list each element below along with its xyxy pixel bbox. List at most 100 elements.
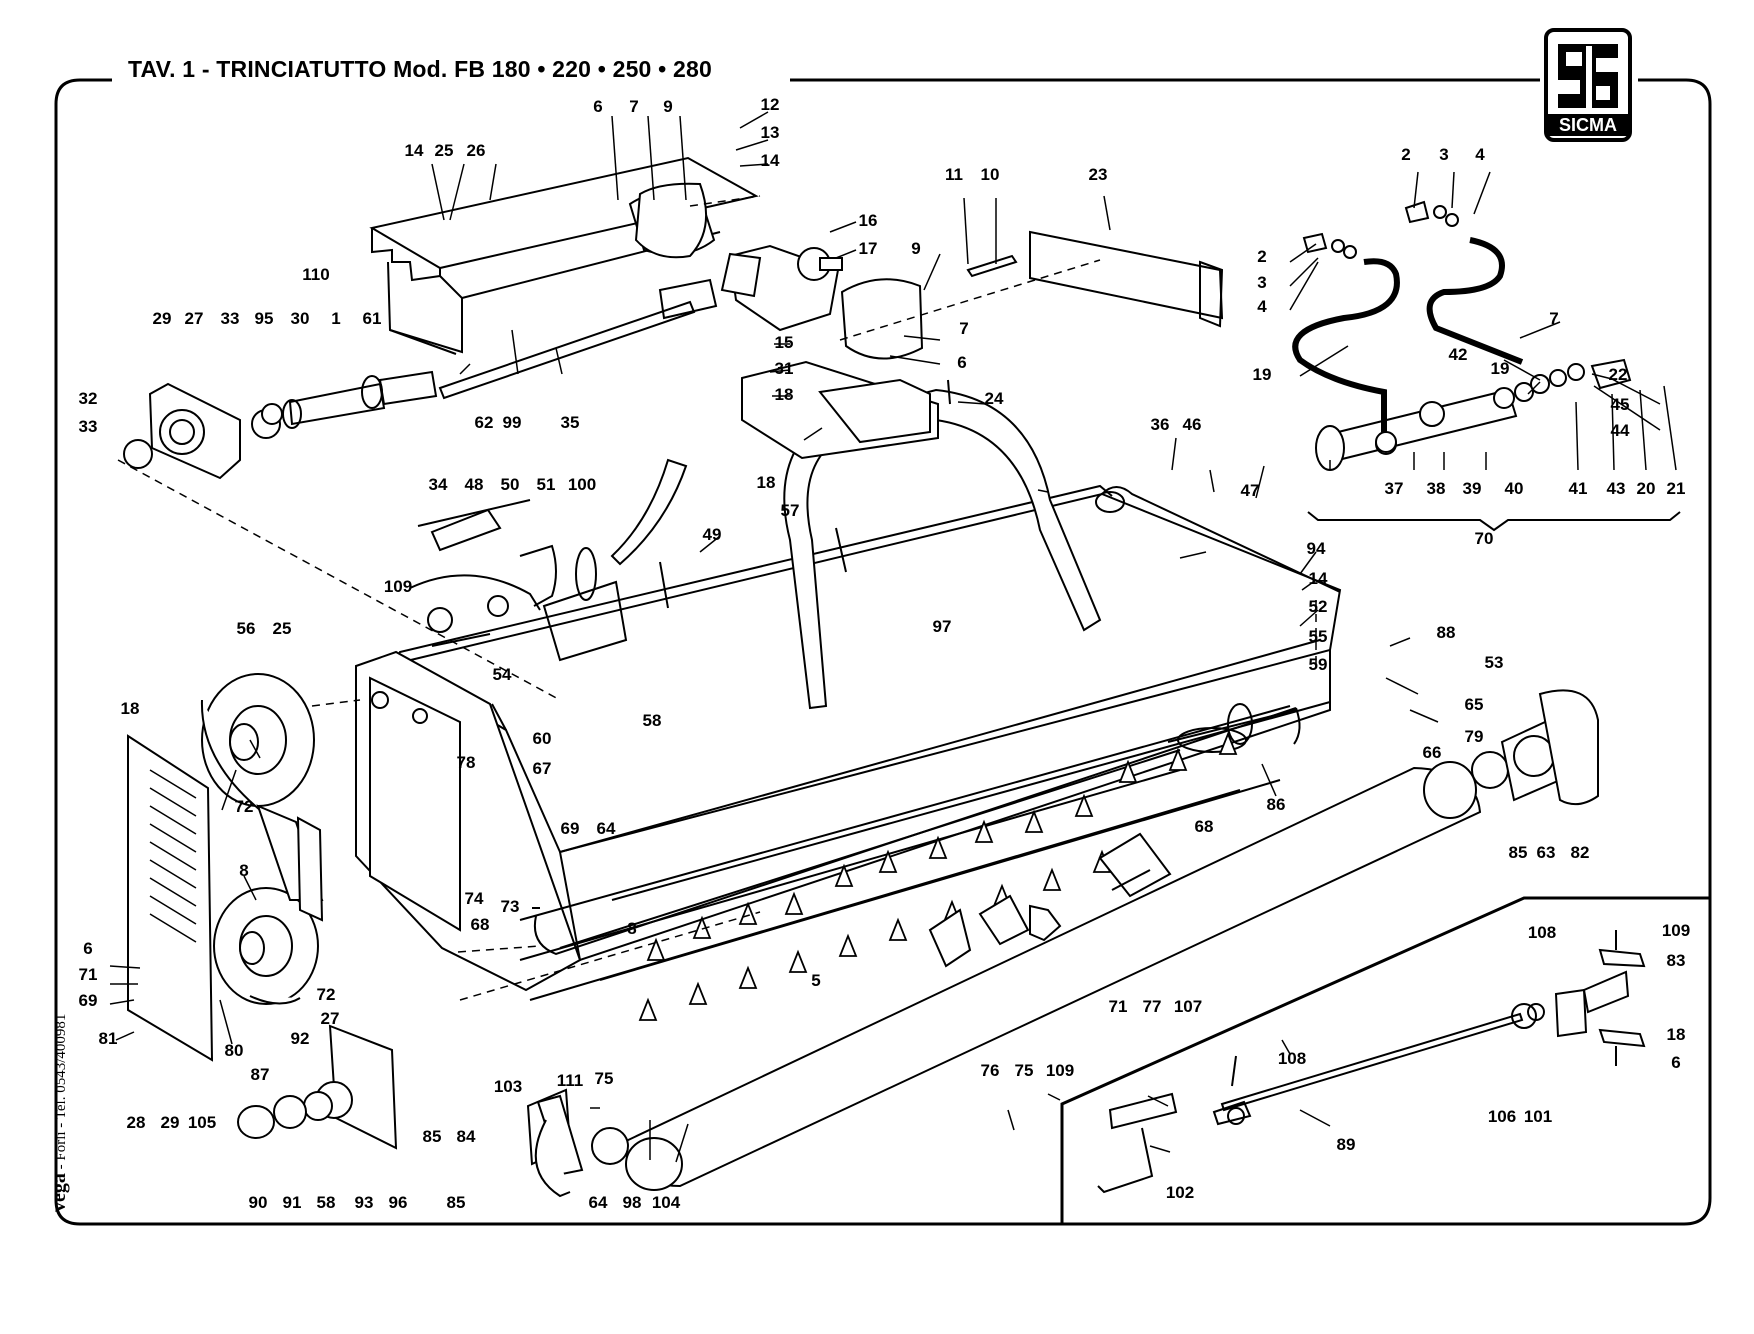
hammer-knife [928,832,1172,968]
part-label-75: 75 [595,1069,614,1088]
part-label-12: 12 [761,95,780,114]
part-label-9: 9 [663,97,672,116]
part-label-32: 32 [79,389,98,408]
part-label-60: 60 [533,729,552,748]
part-label-73: 73 [501,897,520,916]
part-label-102: 102 [1166,1183,1194,1202]
part-label-78: 78 [457,753,476,772]
part-label-17: 17 [859,239,878,258]
part-label-57: 57 [781,501,800,520]
hydraulic-cylinder-kit [1315,358,1632,471]
part-label-51: 51 [537,475,556,494]
part-label-110: 110 [302,265,329,284]
detail-frame [1060,896,1710,1224]
left-bearing-support [123,382,283,480]
part-label-29: 29 [153,309,172,328]
part-label-106: 106 [1488,1107,1516,1126]
part-label-6: 6 [957,353,966,372]
part-label-23: 23 [1089,165,1108,184]
part-label-95: 95 [255,309,274,328]
part-label-52: 52 [1309,597,1328,616]
part-label-27: 27 [321,1009,340,1028]
hydraulic-hoses [1292,237,1524,432]
part-label-107: 107 [1174,997,1202,1016]
part-label-4: 4 [1257,297,1267,316]
part-label-42: 42 [1449,345,1468,364]
part-label-61: 61 [363,309,382,328]
hydraulic-fittings [1302,200,1459,259]
part-label-79: 79 [1465,727,1484,746]
part-label-3: 3 [1439,145,1448,164]
side-panel-left [534,1094,584,1198]
part-label-7: 7 [629,97,638,116]
part-label-19: 19 [1491,359,1510,378]
part-label-104: 104 [652,1193,681,1212]
assembly-lines [117,195,1317,1001]
pins-and-bolts [417,379,951,909]
part-label-59: 59 [1309,655,1328,674]
part-label-39: 39 [1463,479,1482,498]
part-label-58: 58 [643,711,662,730]
gearbox-guard [369,156,759,355]
part-label-21: 21 [1667,479,1686,498]
part-label-47: 47 [1241,481,1260,500]
part-label-46: 46 [1183,415,1202,434]
part-label-72: 72 [317,985,336,1004]
part-label-2: 2 [1257,247,1266,266]
part-label-85: 85 [1509,843,1528,862]
part-label-108: 108 [1528,923,1556,942]
part-label-29: 29 [161,1113,180,1132]
part-label-58: 58 [317,1193,336,1212]
part-label-67: 67 [533,759,552,778]
part-label-94: 94 [1307,539,1326,558]
printer-credit: vega - Forlì - Tel. 0543/400981 [48,1014,71,1212]
leader-lines [109,111,1677,1163]
part-label-85: 85 [423,1127,442,1146]
part-label-43: 43 [1607,479,1626,498]
part-label-76: 76 [981,1061,1000,1080]
part-label-108: 108 [1278,1049,1306,1068]
credit-text: - Forlì - Tel. 0543/400981 [53,1013,69,1174]
part-label-75: 75 [1015,1061,1034,1080]
part-label-62: 62 [475,413,494,432]
part-label-91: 91 [283,1193,302,1212]
part-label-34: 34 [429,475,448,494]
part-label-11: 11 [945,165,963,184]
sicma-logo: SICMA [1544,28,1632,142]
belt-guard [127,734,214,1062]
part-label-80: 80 [225,1041,244,1060]
part-label-18: 18 [121,699,140,718]
part-label-64: 64 [589,1193,608,1212]
part-label-16: 16 [859,211,878,230]
drive-pulleys [200,673,319,1005]
part-label-8: 8 [627,919,636,938]
part-label-13: 13 [761,123,780,142]
drive-shaft [282,278,718,429]
part-label-35: 35 [561,413,580,432]
part-label-99: 99 [503,413,522,432]
part-label-109: 109 [1662,921,1690,940]
part-label-66: 66 [1423,743,1442,762]
part-label-85: 85 [447,1193,466,1212]
rear-roller [622,761,1482,1191]
part-label-9: 9 [911,239,920,258]
part-label-4: 4 [1475,145,1485,164]
part-label-68: 68 [1195,817,1214,836]
part-label-24: 24 [985,389,1004,408]
part-label-48: 48 [465,475,484,494]
part-label-3: 3 [1257,273,1266,292]
part-label-18: 18 [775,385,794,404]
part-label-36: 36 [1151,415,1170,434]
part-label-69: 69 [79,991,98,1010]
support-arm [409,508,628,662]
part-label-30: 30 [291,309,310,328]
part-label-96: 96 [389,1193,408,1212]
part-label-19: 19 [1253,365,1272,384]
left-side-plate [355,650,582,992]
part-label-37: 37 [1385,479,1404,498]
part-label-74: 74 [465,889,484,908]
part-label-6: 6 [593,97,602,116]
part-label-2: 2 [1401,145,1410,164]
part-label-45: 45 [1611,395,1630,414]
